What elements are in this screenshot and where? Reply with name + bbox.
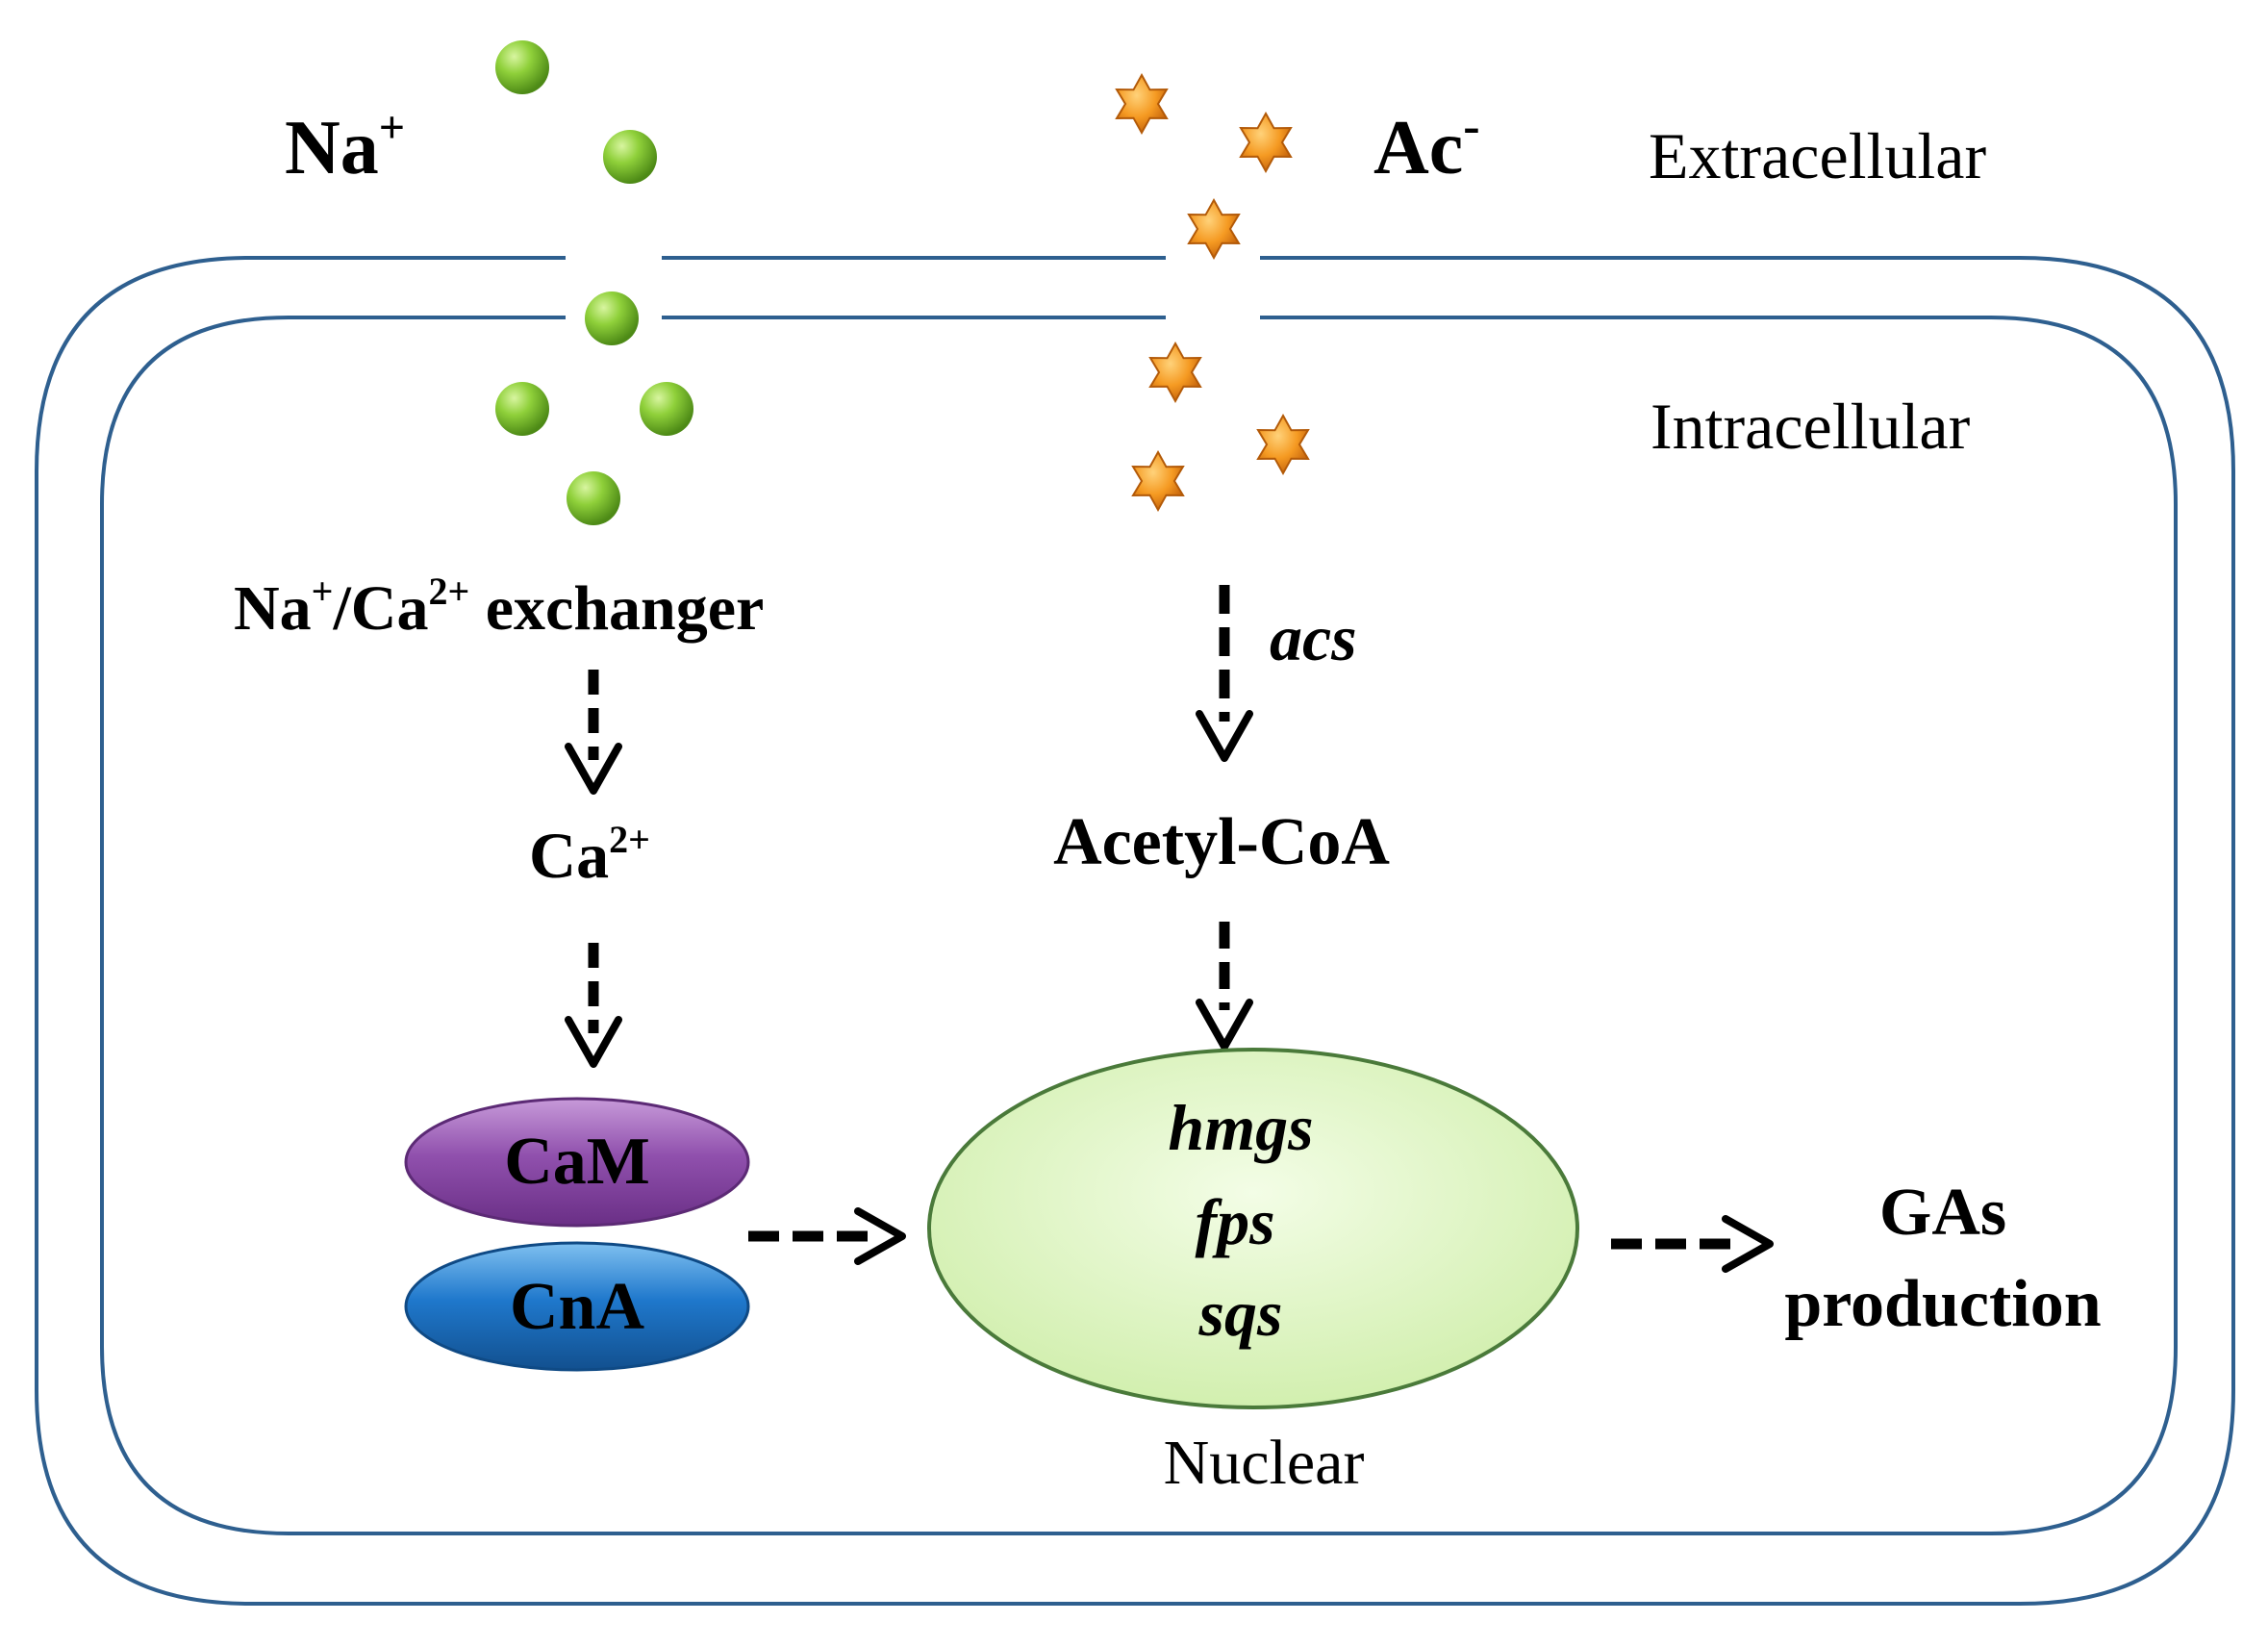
cna-ellipse — [404, 1241, 750, 1372]
nucleus: hmgs fps sqs — [927, 1048, 1579, 1409]
arrow-ac-to-acetyl-coa — [1196, 585, 1253, 762]
orange-star-icon — [1131, 449, 1185, 513]
ac-ions — [1115, 72, 1310, 513]
orange-star-icon — [1239, 111, 1293, 174]
orange-star-icon — [1148, 341, 1202, 404]
arrow-nucleus-to-gas — [1611, 1215, 1774, 1273]
cna-label: CnA — [510, 1270, 644, 1344]
orange-star-icon — [1187, 197, 1241, 261]
green-sphere-icon — [495, 382, 549, 436]
green-sphere-icon — [495, 40, 549, 94]
cam-cna-complex: CaM CnA — [404, 1097, 750, 1372]
na-ions — [495, 40, 693, 525]
cam-ellipse — [404, 1097, 750, 1228]
fps-gene-label: fps — [1195, 1185, 1274, 1258]
nucleus-ellipse — [927, 1048, 1579, 1409]
ca-ion-label: Ca2+ — [529, 818, 650, 892]
hmgs-gene-label: hmgs — [1168, 1091, 1313, 1164]
na-ca-exchanger-label: Na+/Ca2+ exchanger — [234, 570, 764, 644]
acetyl-coa-label: Acetyl-CoA — [1053, 805, 1390, 879]
cam-label: CaM — [504, 1125, 650, 1199]
acs-gene-label: acs — [1270, 601, 1357, 674]
green-sphere-icon — [585, 291, 639, 345]
sqs-gene-label: sqs — [1198, 1277, 1283, 1350]
outer-membrane — [35, 256, 2235, 1606]
orange-star-icon — [1256, 413, 1310, 476]
extracellular-label: Extracellular — [1649, 119, 1986, 192]
orange-star-icon — [1115, 72, 1169, 136]
nuclear-label: Nuclear — [1164, 1428, 1365, 1498]
green-sphere-icon — [567, 471, 620, 525]
green-sphere-icon — [603, 130, 657, 184]
arrow-acetyl-coa-to-nucleus — [1196, 922, 1253, 1051]
na-ion-label: Na+ — [285, 102, 405, 190]
green-sphere-icon — [640, 382, 693, 436]
arrow-ca-to-cam — [565, 943, 622, 1068]
gas-production-label-line2: production — [1784, 1267, 2101, 1341]
inner-membrane — [100, 316, 2178, 1535]
gas-production-label-line1: GAs — [1879, 1176, 2006, 1250]
arrow-exchanger-to-ca — [565, 670, 622, 795]
intracellular-label: Intracellular — [1651, 390, 1971, 463]
arrow-complex-to-nucleus — [748, 1207, 906, 1265]
ac-ion-label: Ac- — [1373, 99, 1480, 190]
